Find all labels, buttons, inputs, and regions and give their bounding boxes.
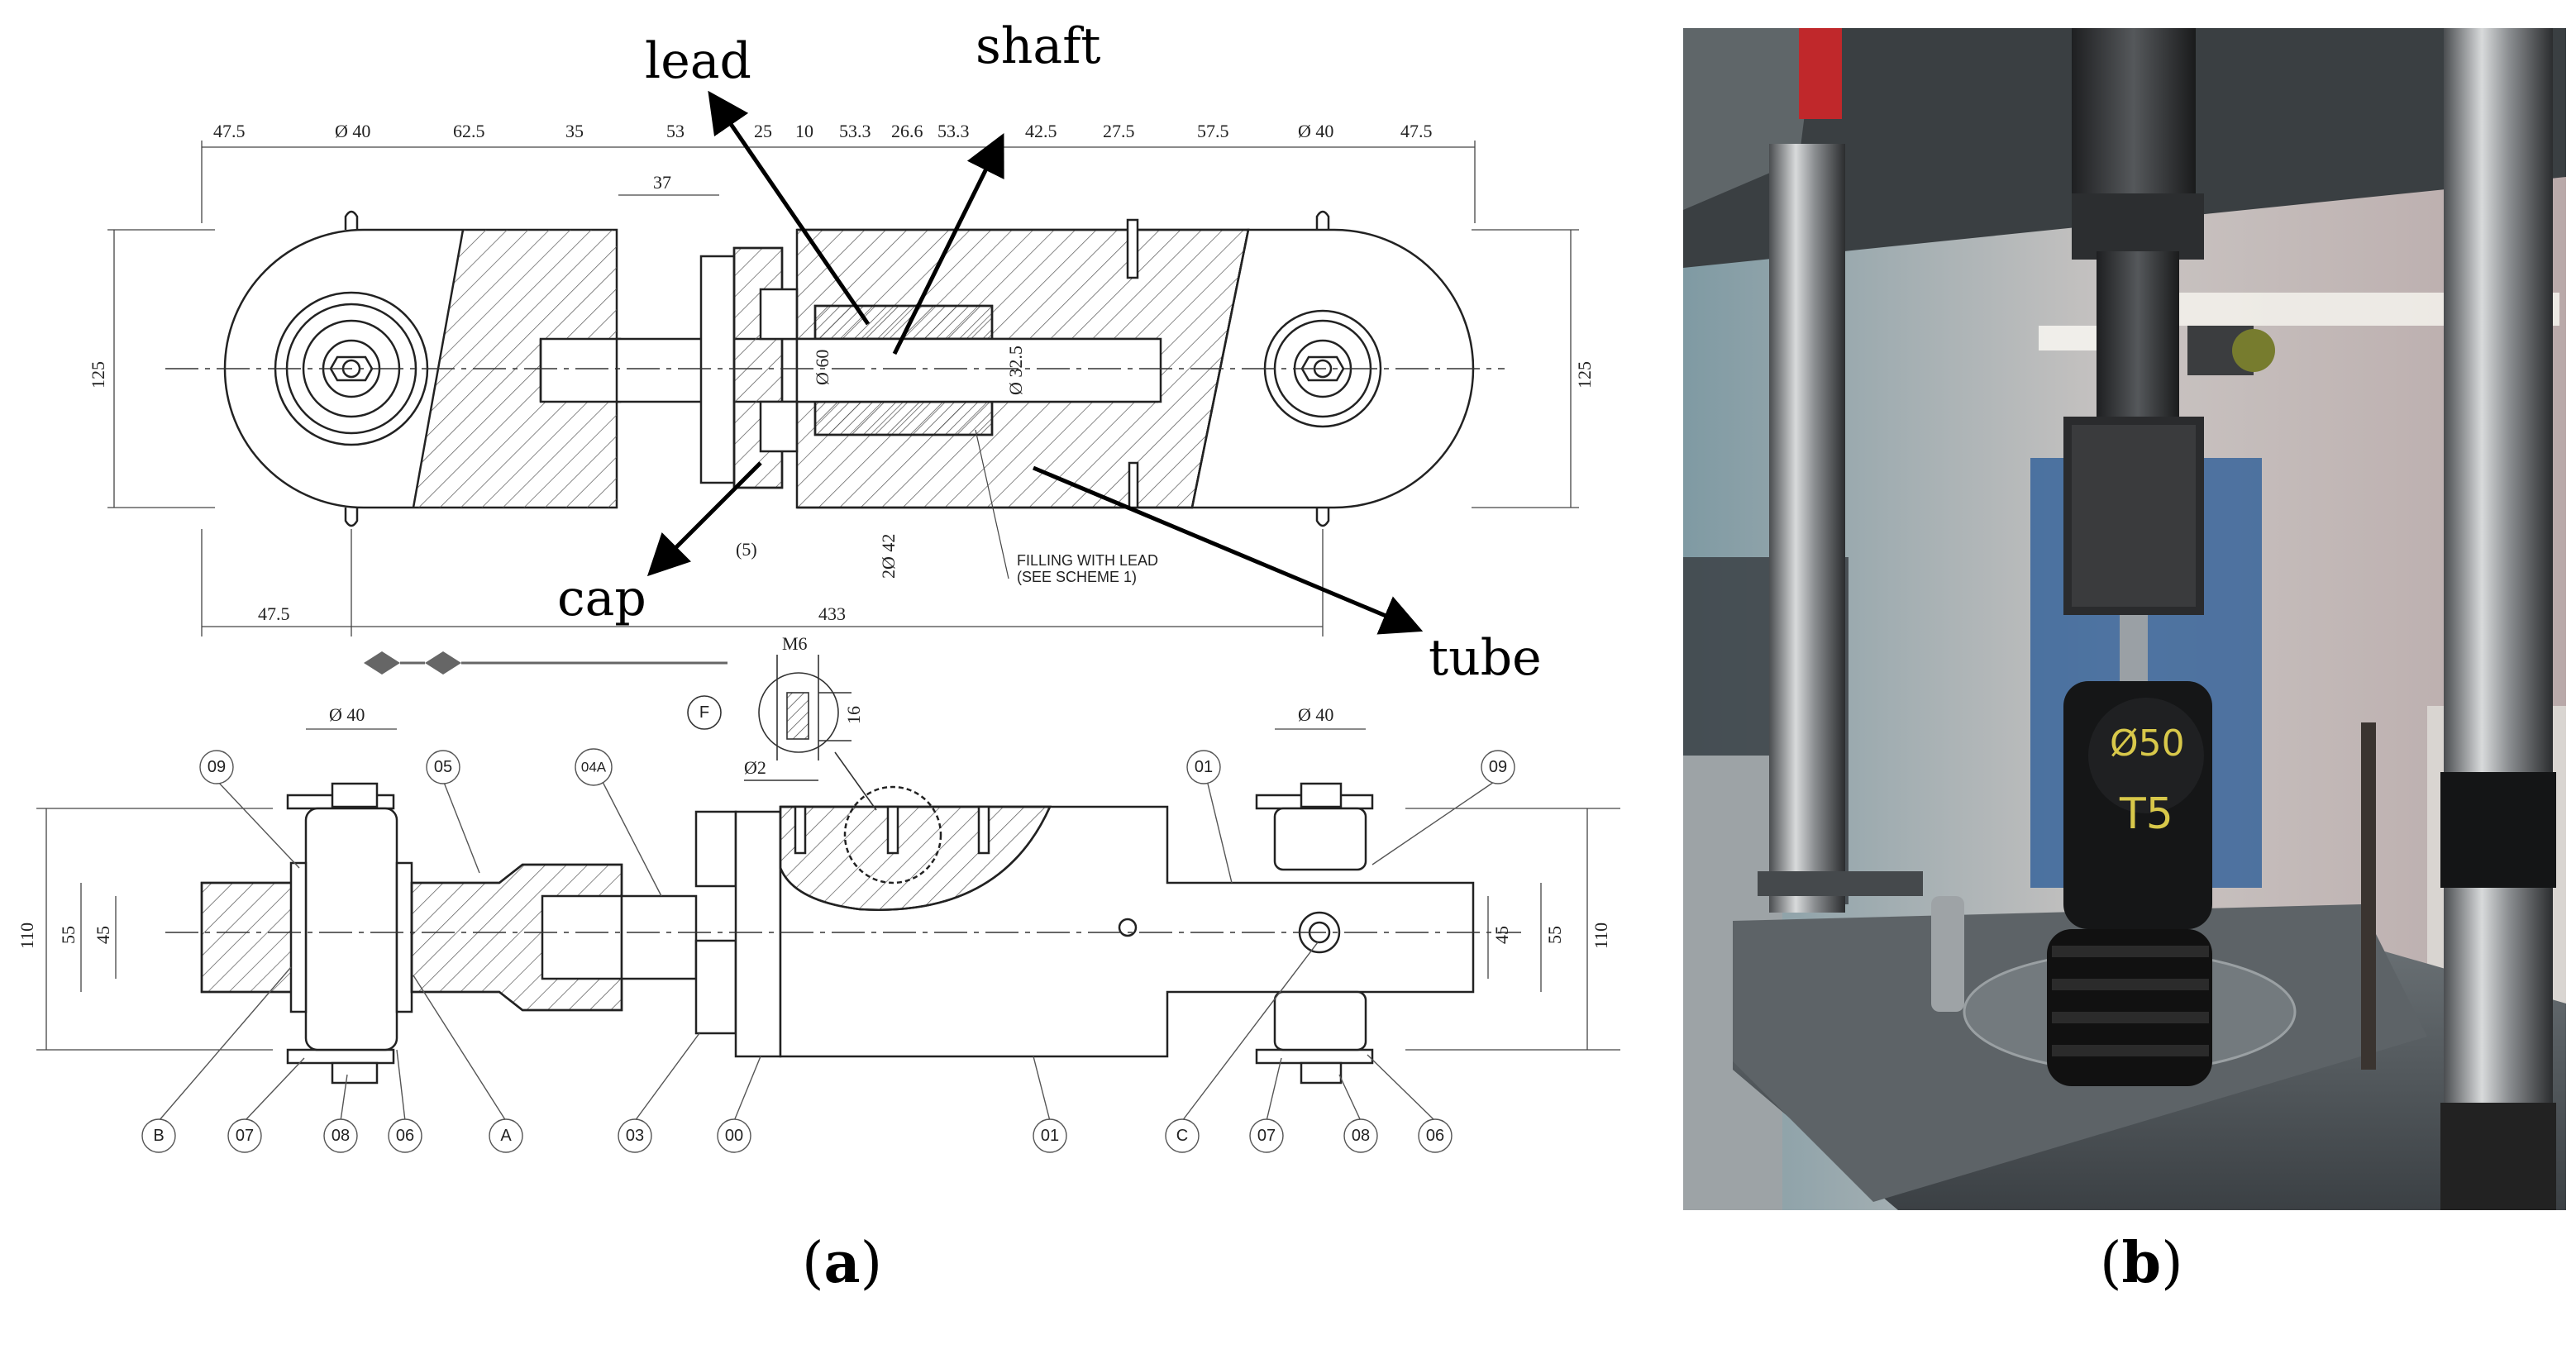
balloon-a: A [500,1127,512,1145]
callout-shaft: shaft [976,17,1101,75]
dim-16: 16 [843,706,864,724]
callout-cap: cap [557,570,646,627]
dim-45-right: 45 [1491,926,1512,944]
bottom-side-view [200,782,1475,1085]
note-filling: FILLING WITH LEAD [1017,552,1158,569]
specimen-label-2: T5 [2119,789,2173,839]
dim-42-5: 42.5 [1025,121,1057,141]
left-column [1769,144,1845,913]
balloon-c: C [1176,1127,1188,1145]
detail-f-label: F [699,703,709,722]
warning-light [1799,28,1842,119]
dim-125-left: 125 [88,361,108,389]
balloon-b: B [153,1127,164,1145]
balloons-top [199,748,1515,897]
dim-27-5: 27.5 [1103,121,1135,141]
bottom-dimension-lines [36,728,1620,1051]
dim-47-5: 47.5 [213,121,246,141]
dim-62-5: 62.5 [453,121,485,141]
rod [2120,615,2148,681]
dim-45-left: 45 [93,926,113,944]
load-cell [2072,28,2196,202]
dim-d40: Ø 40 [335,121,370,141]
top-dimension-labels: 47.5 Ø 40 62.5 35 53 25 10 53.3 26.6 53.… [88,121,1595,624]
dim-m6: M6 [782,633,808,654]
test-rig-photo: Ø50 T5 [1683,28,2566,1210]
dim-53: 53 [666,121,685,141]
dim-d2: Ø2 [744,757,766,778]
dim-10: 10 [795,121,813,141]
dim-37: 37 [653,172,671,193]
dim-47-5-bottom: 47.5 [258,603,290,624]
dim-55-left: 55 [58,926,79,944]
dim-110-right: 110 [1591,923,1611,949]
caption-b: (b) [2100,1230,2183,1296]
balloons-bottom [141,942,1453,1153]
detail-f [687,655,877,811]
balloon-03: 03 [626,1127,644,1145]
dim-5: (5) [736,539,757,560]
top-section-view [223,210,1475,527]
section-marker [364,651,727,675]
top-dimension-chain [107,141,1579,636]
dim-53-3: 53.3 [839,121,871,141]
balloon-08-right: 08 [1352,1127,1370,1145]
dim-d40-bottom-left: Ø 40 [329,704,365,725]
note-scheme: (SEE SCHEME 1) [1017,569,1137,585]
balloon-06-left: 06 [396,1127,414,1145]
balloon-08-left: 08 [332,1127,350,1145]
balloon-09-right: 09 [1489,758,1507,776]
dim-26-6: 26.6 [891,121,923,141]
specimen-label-1: Ø50 [2110,722,2185,765]
dim-35: 35 [565,121,584,141]
dim-433: 433 [818,603,846,624]
dim-57-5: 57.5 [1197,121,1229,141]
balloon-00: 00 [725,1127,743,1145]
dim-47-5-right: 47.5 [1400,121,1433,141]
balloon-01-bottom: 01 [1041,1127,1059,1145]
balloon-01-top: 01 [1195,758,1213,776]
dim-125-right: 125 [1574,361,1595,389]
dim-110-left: 110 [17,923,37,949]
caption-a: (a) [802,1230,883,1296]
balloon-07-right: 07 [1257,1127,1276,1145]
dim-d60: Ø 60 [812,350,832,385]
note-leader [975,429,1009,579]
dim-d32-5: Ø 32.5 [1005,346,1026,395]
dim-2d42: 2Ø 42 [878,534,899,579]
balloon-06-right: 06 [1426,1127,1444,1145]
dim-25: 25 [754,121,772,141]
dim-d40-right: Ø 40 [1298,121,1333,141]
callout-tube: tube [1429,629,1542,687]
right-column [2444,28,2553,1210]
dim-53-3b: 53.3 [937,121,970,141]
dim-55-right: 55 [1544,926,1565,944]
balloon-04a: 04A [581,760,607,775]
balloon-09-left: 09 [208,758,226,776]
callout-arrows [646,90,1424,635]
callout-lead: lead [645,32,751,90]
balloon-07-left: 07 [236,1127,254,1145]
balloon-05: 05 [434,758,452,776]
dim-d40-bottom-right: Ø 40 [1298,704,1333,725]
